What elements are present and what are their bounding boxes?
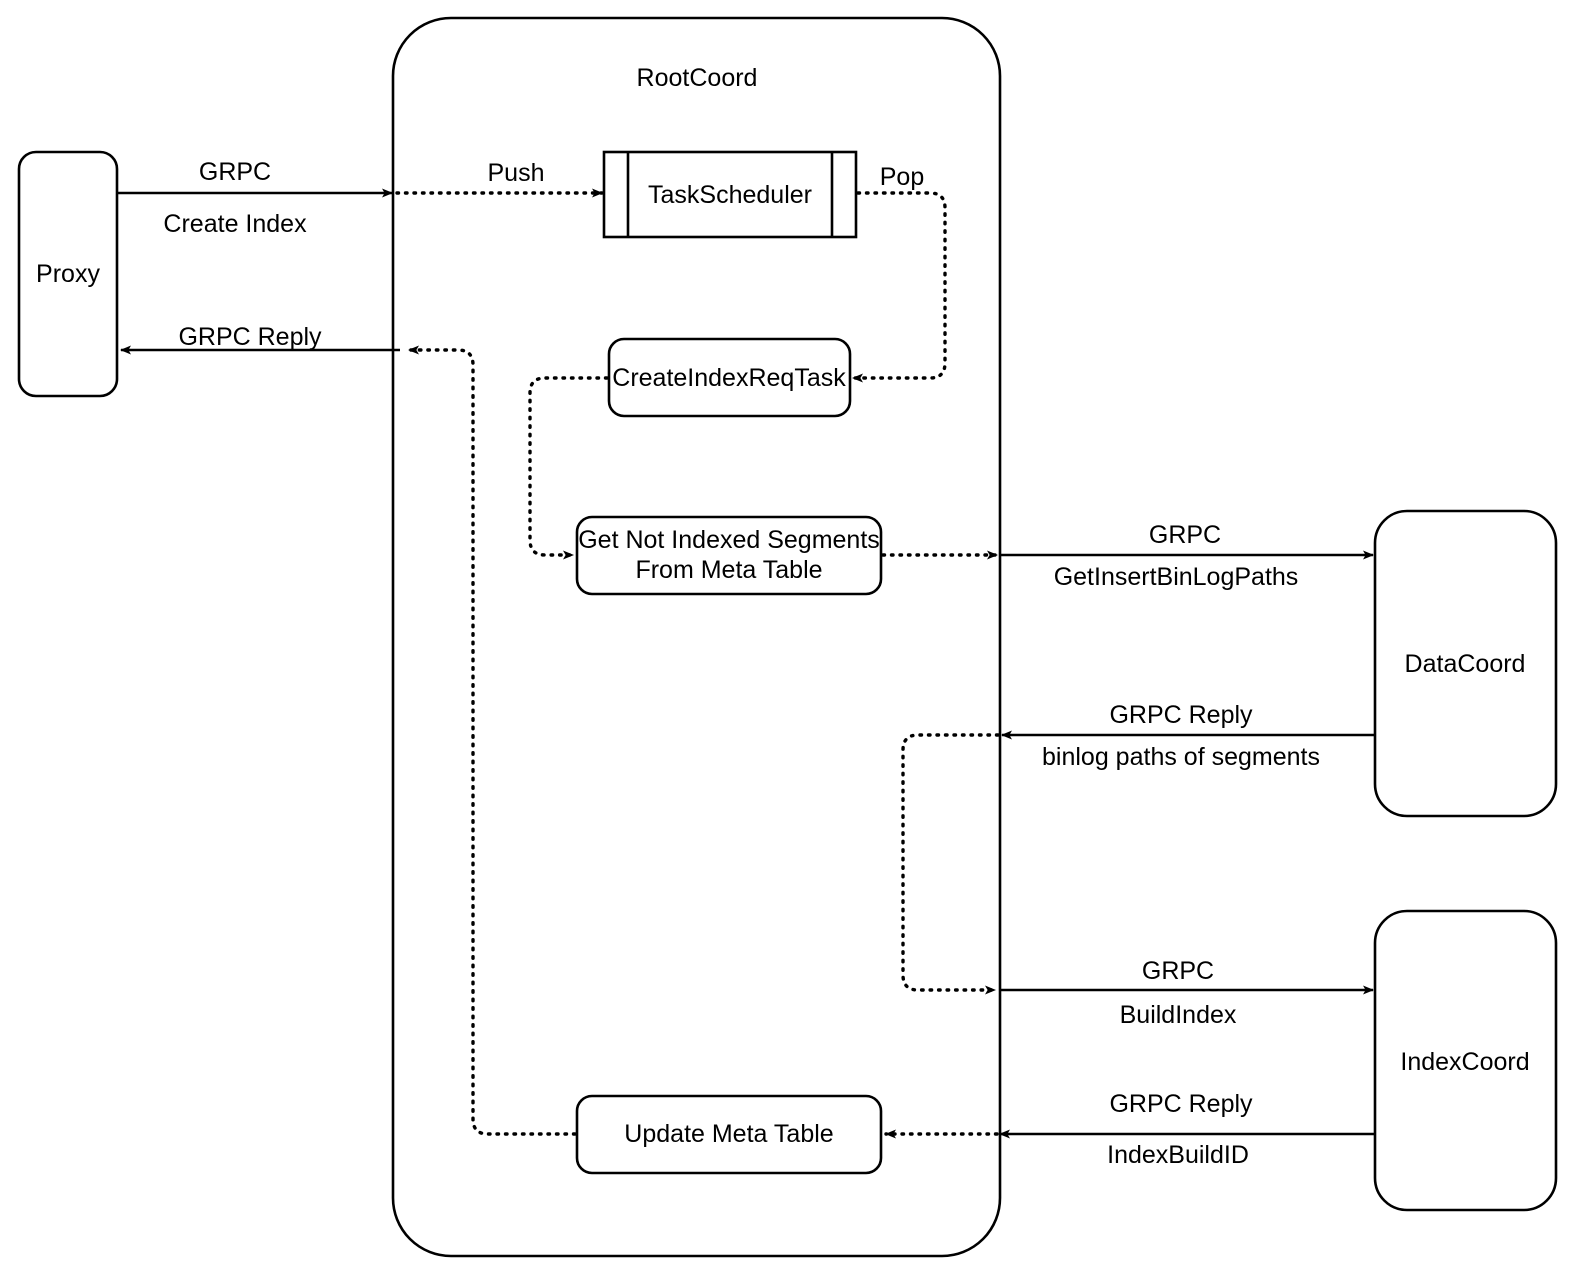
indexcoord-shape[interactable] bbox=[1373, 909, 1558, 1212]
edge-create-index-req-task-to-get-segments bbox=[528, 376, 609, 560]
edge-pop-to-create-index-req-task bbox=[851, 191, 947, 383]
edge-binlog-reply-to-buildindex bbox=[901, 733, 1000, 995]
edge-update-meta-table-to-grpc-reply bbox=[407, 345, 577, 1136]
create-index-req-task-shape[interactable] bbox=[607, 337, 852, 418]
get-not-indexed-segments-shape[interactable] bbox=[575, 515, 883, 596]
proxy-shape[interactable] bbox=[17, 150, 119, 398]
datacoord-shape[interactable] bbox=[1373, 509, 1558, 818]
update-meta-table-shape[interactable] bbox=[575, 1094, 883, 1175]
task-scheduler-shape[interactable] bbox=[602, 150, 858, 239]
rootcoord-container-shape bbox=[391, 16, 1002, 1258]
